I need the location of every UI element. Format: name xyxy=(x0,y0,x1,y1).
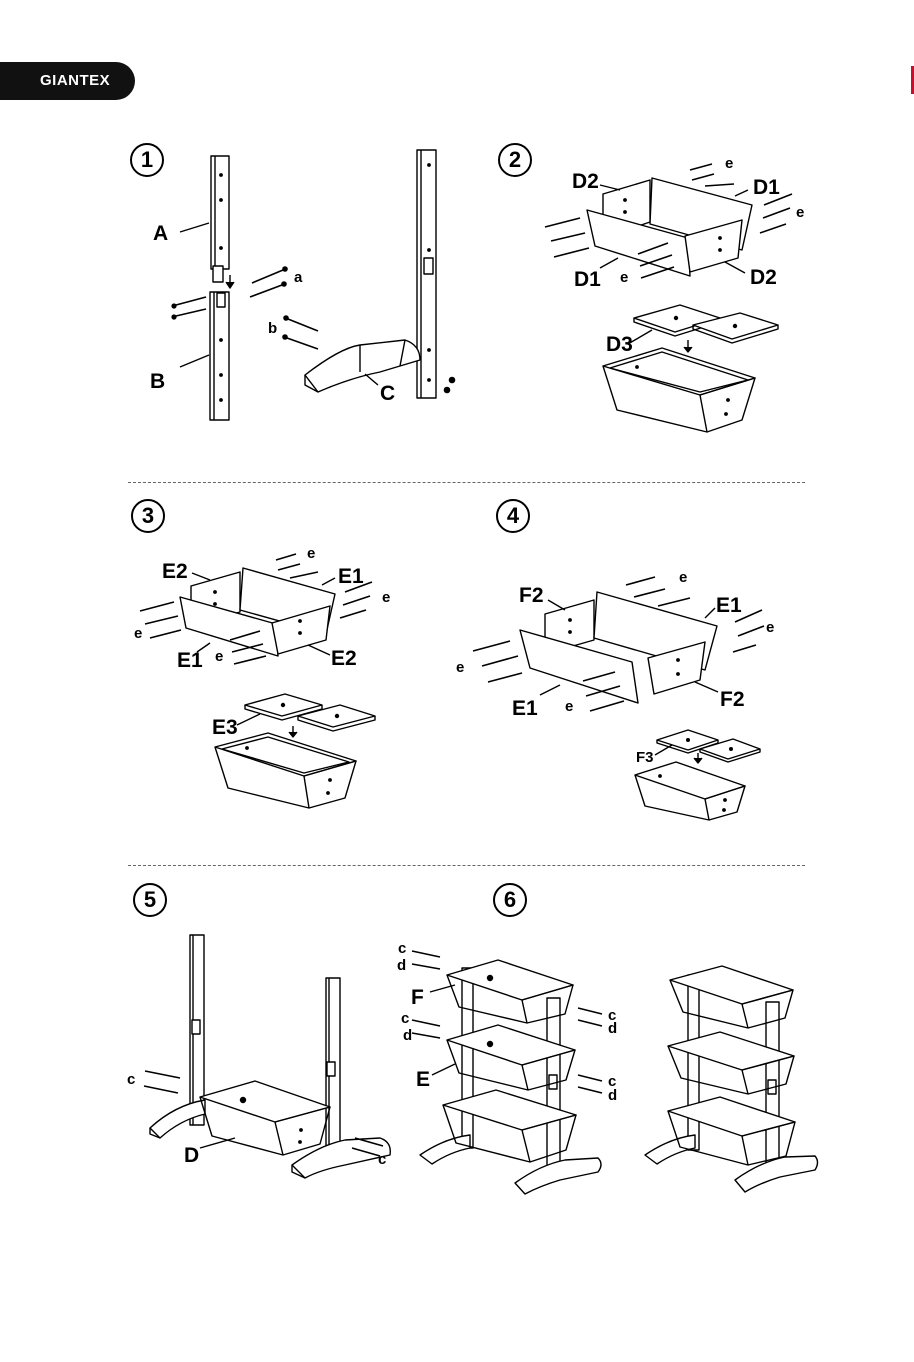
label-f2-bottom: F2 xyxy=(720,688,745,711)
label-e2-bottom: E2 xyxy=(331,647,357,670)
label-screw-b: b xyxy=(268,320,277,337)
box-d xyxy=(603,348,755,432)
label-part-f: F xyxy=(411,986,424,1009)
boards-d3 xyxy=(634,305,778,343)
label-e1-bottom-4: E1 xyxy=(512,697,538,720)
label-d1-top: D1 xyxy=(753,176,780,199)
post-c-assembly xyxy=(417,150,436,398)
step2-illustration xyxy=(545,164,792,432)
label-e-2c: e xyxy=(620,269,628,286)
label-e-4a: e xyxy=(679,569,687,586)
label-e-3d: e xyxy=(215,648,223,665)
post-b xyxy=(210,292,229,420)
box-d-step5 xyxy=(200,1081,330,1155)
label-e1-top-4: E1 xyxy=(716,594,742,617)
step3-illustration xyxy=(140,554,375,808)
step5-illustration xyxy=(144,935,390,1178)
label-d2-bottom: D2 xyxy=(750,266,777,289)
label-e-2b: e xyxy=(796,204,804,221)
label-f2-top: F2 xyxy=(519,584,544,607)
step6-exploded-illustration xyxy=(412,951,602,1194)
label-e-4b: e xyxy=(766,619,774,636)
label-c-5-left: c xyxy=(127,1071,135,1088)
label-c-6a: c xyxy=(398,940,406,957)
label-e-3b: e xyxy=(382,589,390,606)
label-part-c: C xyxy=(380,382,395,405)
label-part-e: E xyxy=(416,1068,430,1091)
box-f xyxy=(635,762,745,820)
post-a xyxy=(211,156,229,282)
label-d-6b: d xyxy=(608,1020,617,1037)
label-part-d: D xyxy=(184,1144,199,1167)
label-d-6d: d xyxy=(608,1087,617,1104)
label-e-4d: e xyxy=(565,698,573,715)
label-c-6c: c xyxy=(401,1010,409,1027)
label-screw-a: a xyxy=(294,269,303,286)
label-d-6c: d xyxy=(403,1027,412,1044)
step1-illustration xyxy=(172,150,454,420)
label-e1-bottom: E1 xyxy=(177,649,203,672)
label-d-6a: d xyxy=(397,957,406,974)
label-c-5-right: c xyxy=(378,1151,386,1168)
base-c xyxy=(305,340,420,392)
label-e-3a: e xyxy=(307,545,315,562)
label-d2-top: D2 xyxy=(572,170,599,193)
arrow-down-icon xyxy=(289,726,297,737)
label-d1-bottom: D1 xyxy=(574,268,601,291)
label-e-3c: e xyxy=(134,625,142,642)
label-e-4c: e xyxy=(456,659,464,676)
arrow-down-icon xyxy=(226,275,234,288)
label-e2-top: E2 xyxy=(162,560,188,583)
arrow-down-icon xyxy=(684,340,692,352)
step6-finished-illustration xyxy=(645,966,818,1192)
label-part-b: B xyxy=(150,370,165,393)
label-f3: F3 xyxy=(636,749,654,766)
label-e3: E3 xyxy=(212,716,238,739)
label-part-a: A xyxy=(153,222,168,245)
label-e-2a: e xyxy=(725,155,733,172)
box-e xyxy=(215,733,356,808)
arrow-down-icon xyxy=(694,753,702,763)
label-e1-top: E1 xyxy=(338,565,364,588)
label-d3: D3 xyxy=(606,333,633,356)
